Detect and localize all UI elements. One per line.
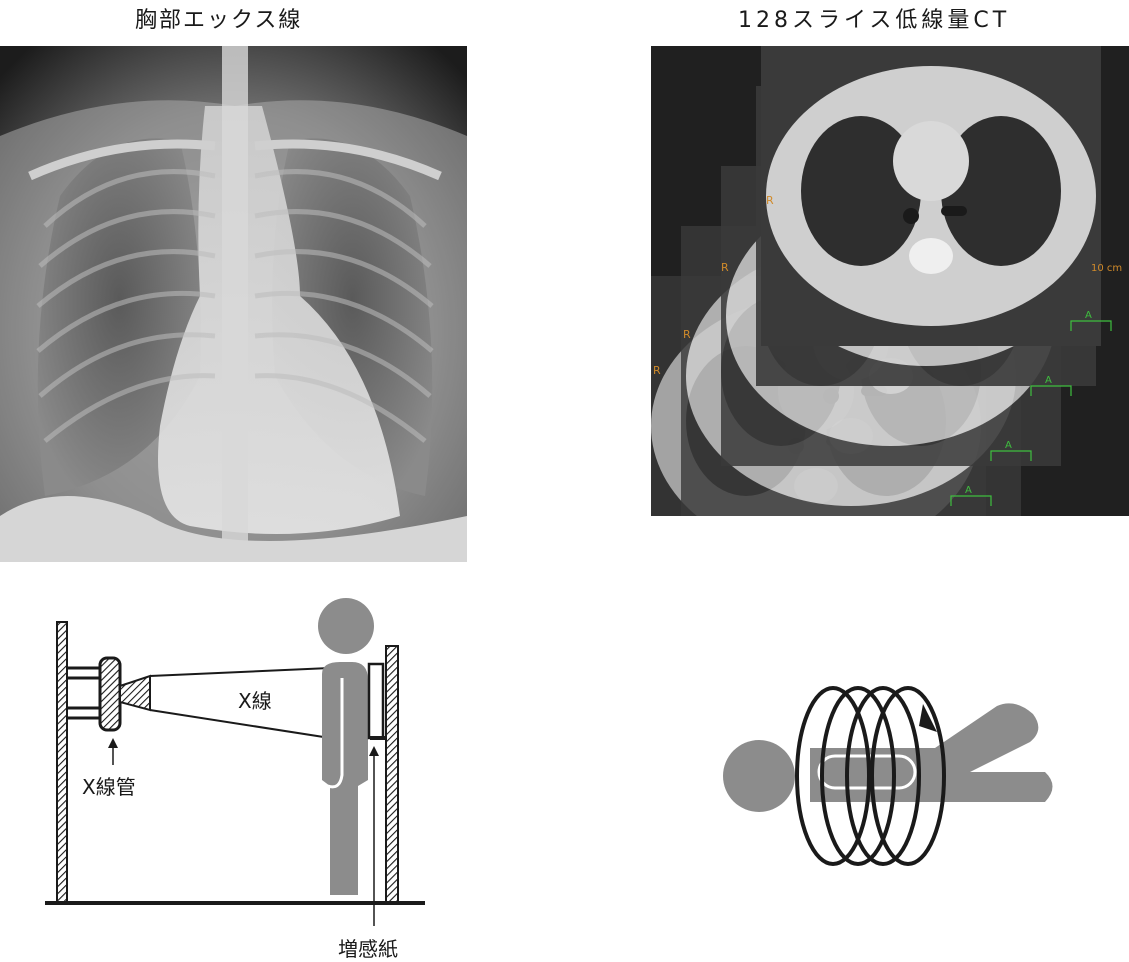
orientation-right-marker-3: R [683, 328, 691, 341]
orientation-anterior-marker: A [1085, 310, 1092, 321]
right-lung-shadow [37, 138, 201, 496]
orientation-right-marker-2: R [721, 261, 729, 274]
standing-person-body [322, 662, 368, 895]
xray-beam-label: X線 [238, 689, 272, 713]
orientation-anterior-marker-4: A [965, 485, 972, 496]
tube-collimator [119, 674, 151, 712]
helical-scan-path [795, 686, 946, 866]
xray-tube-label: X線管 [82, 775, 136, 799]
tube-stand [56, 621, 68, 903]
intensifying-screen [367, 662, 385, 740]
rotation-direction-arrow [919, 704, 937, 732]
xray-tube [98, 656, 122, 732]
heart-shadow [158, 106, 400, 534]
orientation-anterior-marker-3: A [1005, 440, 1012, 451]
ct-scale-label: 10 cm [1091, 263, 1122, 274]
ct-title: 128スライス低線量CT [738, 8, 1011, 33]
xray-beam-upper [149, 667, 331, 677]
orientation-right-marker-4: R [653, 364, 661, 377]
ct-scanning-diagram [723, 686, 1053, 866]
intensifying-screen-label: 増感紙 [338, 937, 398, 961]
detector-stand [385, 645, 399, 903]
ct-slice-stack-image: R R R R 10 cm A A A A [651, 46, 1129, 516]
standing-person-head [318, 598, 374, 654]
xray-apparatus-diagram: X線 X線管 増感紙 [45, 598, 425, 961]
chest-xray-title: 胸部エックス線 [135, 8, 303, 33]
lying-person-head [723, 740, 795, 812]
chest-xray-image [0, 46, 467, 562]
standing-person-arm [327, 678, 344, 789]
orientation-anterior-marker-2: A [1045, 375, 1052, 386]
orientation-right-marker: R [766, 194, 774, 207]
xray-beam-lower [149, 709, 331, 739]
